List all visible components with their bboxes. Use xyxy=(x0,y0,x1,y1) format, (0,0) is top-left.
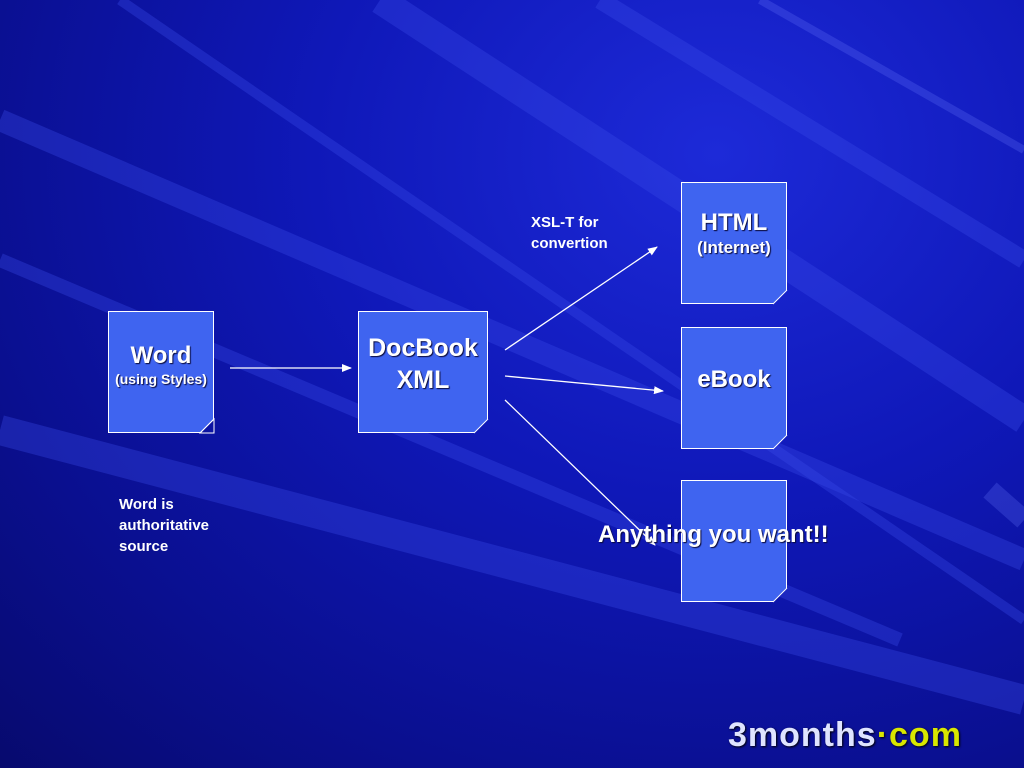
arrow-docbook-to-anything xyxy=(504,399,656,546)
word-note-line2: authoritative xyxy=(119,517,210,534)
anything-output-node xyxy=(681,480,787,602)
logo-dot: · xyxy=(876,716,890,754)
brand-logo: 3months·com xyxy=(728,716,962,755)
word-note-line1: Word is xyxy=(119,496,174,513)
html-node-subtitle: (Internet) xyxy=(697,238,771,257)
arrow-docbook-to-html xyxy=(504,246,658,351)
xslt-label-line2: convertion xyxy=(531,235,608,252)
arrow-docbook-to-ebook xyxy=(504,375,664,395)
logo-part1: 3months xyxy=(728,716,877,754)
word-node-title: Word xyxy=(130,342,192,369)
docbook-xml-node: DocBook XML xyxy=(358,311,488,433)
word-document-node: Word (using Styles) xyxy=(108,311,214,433)
word-note-line3: source xyxy=(119,538,169,555)
logo-part2: com xyxy=(889,716,962,754)
word-note: Word is authoritative source xyxy=(119,494,209,557)
word-node-subtitle: (using Styles) xyxy=(115,371,207,387)
xslt-label-line1: XSL-T for xyxy=(531,214,599,231)
docbook-node-line2: XML xyxy=(396,366,450,394)
anything-you-want-label: Anything you want!! xyxy=(598,521,829,548)
xslt-label: XSL-T for convertion xyxy=(531,212,608,254)
html-output-node: HTML (Internet) xyxy=(681,182,787,304)
ebook-node-title: eBook xyxy=(697,366,771,393)
html-node-title: HTML xyxy=(700,209,768,236)
ebook-output-node: eBook xyxy=(681,327,787,449)
docbook-node-line1: DocBook xyxy=(368,334,478,362)
